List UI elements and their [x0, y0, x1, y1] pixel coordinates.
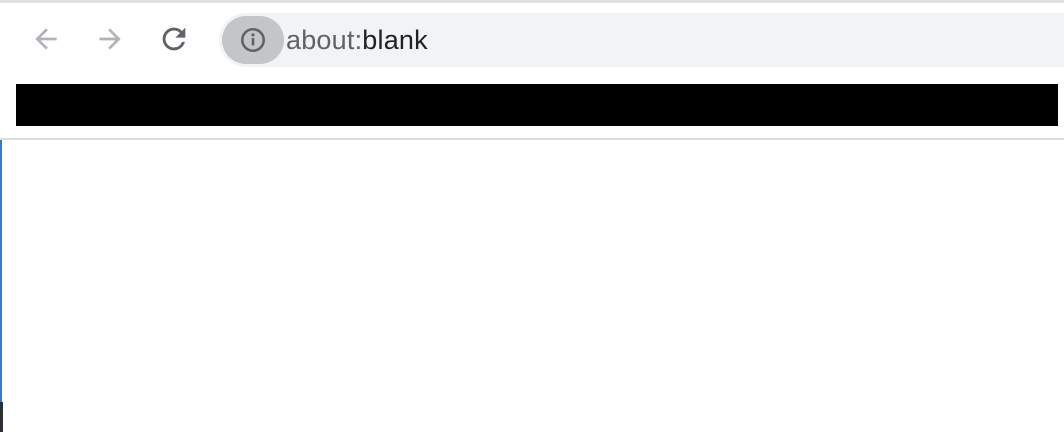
site-info-button[interactable]	[222, 16, 284, 64]
arrow-left-icon	[35, 28, 57, 50]
toolbar-divider	[0, 138, 1064, 140]
bookmarks-bar	[16, 84, 1058, 126]
window-corner-edge	[0, 402, 3, 432]
window-top-edge	[0, 0, 1064, 3]
arrow-right-icon	[99, 28, 121, 50]
url-text[interactable]: about:blank	[286, 25, 428, 55]
browser-toolbar: about:blank	[0, 3, 1064, 77]
window-left-edge	[0, 140, 2, 432]
info-circle-icon	[240, 27, 266, 53]
address-bar[interactable]: about:blank	[219, 13, 1064, 67]
forward-button[interactable]	[88, 17, 132, 61]
page-content	[0, 140, 1064, 432]
reload-button[interactable]	[152, 17, 196, 61]
reload-icon	[162, 27, 186, 51]
back-button[interactable]	[24, 17, 68, 61]
url-scheme: about:	[286, 25, 363, 55]
url-path: blank	[362, 25, 428, 55]
